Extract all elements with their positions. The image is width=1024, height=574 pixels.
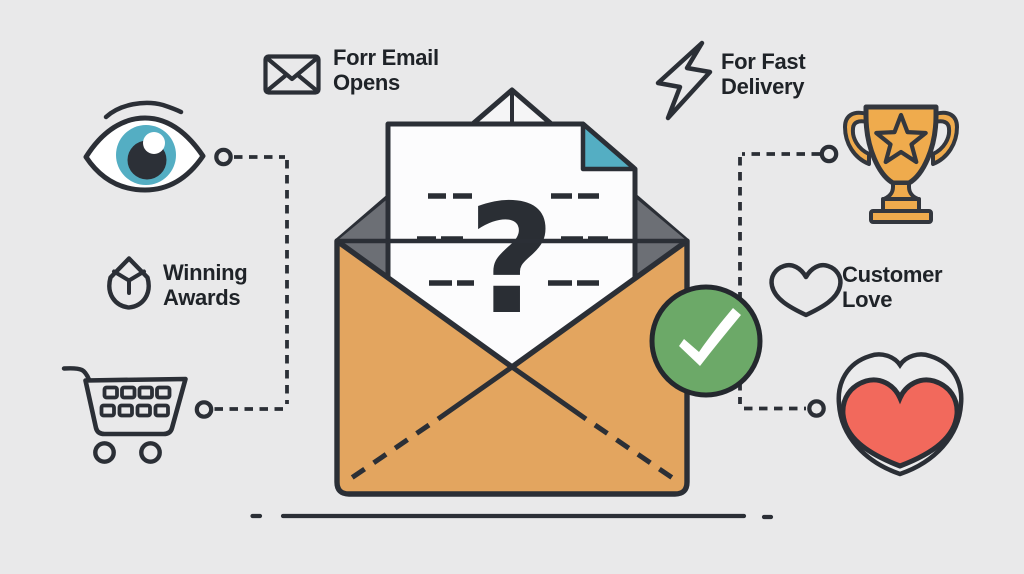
label-winning-awards-line1: Winning (163, 260, 248, 285)
label-email-opens: Forr Email Opens (333, 45, 439, 95)
award-badge-icon (107, 256, 151, 310)
eye-icon (83, 100, 206, 193)
connector-right (738, 144, 839, 418)
label-customer-love-line1: Customer (842, 262, 943, 287)
heart-badge-icon (836, 352, 964, 477)
cart-handle (61, 366, 92, 382)
label-customer-love-line2: Love (842, 286, 893, 312)
paper-dogear (580, 121, 638, 172)
cart-icon (61, 366, 188, 464)
trophy-icon (843, 104, 959, 224)
trophy-stem (882, 181, 920, 201)
cart-wheel-left (93, 441, 116, 464)
connector-node-cart (194, 400, 214, 419)
trophy-handle-right (931, 110, 959, 166)
connector-node-trophy (819, 144, 839, 164)
fold-line-dashed (348, 422, 676, 482)
closed-envelope-icon (263, 54, 321, 95)
connector-left (194, 147, 289, 419)
trophy-handle-left (843, 110, 871, 166)
lightning-icon (655, 40, 713, 121)
connector-node-eye (214, 147, 233, 167)
label-fast-delivery-line1: For Fast (721, 49, 806, 74)
trophy-base-bottom (869, 209, 933, 224)
connector-node-heart (807, 399, 826, 418)
eyebrow (103, 100, 184, 120)
heart-outline-icon (769, 262, 843, 318)
cart-wheel-right (139, 441, 162, 464)
open-envelope-icon: ? (334, 87, 690, 497)
label-winning-awards-line2: Awards (163, 284, 241, 310)
cart-grid (99, 385, 172, 418)
interior-shadow-left (338, 196, 391, 240)
label-fast-delivery: For Fast Delivery (721, 49, 806, 99)
label-fast-delivery-line2: Delivery (721, 73, 805, 99)
fold-line-solid (436, 364, 588, 422)
label-customer-love: Customer Love (842, 262, 943, 312)
check-circle-icon (649, 284, 763, 398)
question-mark: ? (468, 172, 556, 348)
label-email-opens-line1: Forr Email (333, 45, 439, 70)
ground-line (250, 513, 774, 520)
heart-badge-heart (840, 377, 960, 469)
interior-shadow-right (633, 196, 686, 240)
eye-highlight (143, 132, 165, 154)
check-mark (679, 308, 741, 366)
label-winning-awards: Winning Awards (163, 260, 248, 310)
label-email-opens-line2: Opens (333, 69, 400, 95)
cart-basket (83, 376, 188, 437)
trophy-star (874, 112, 928, 165)
